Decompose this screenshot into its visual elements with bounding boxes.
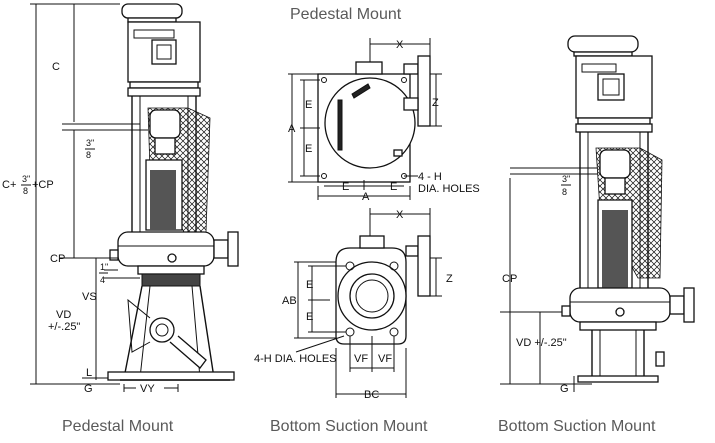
label-g: G [84,383,93,395]
left-dimension-lines [30,3,179,392]
label-holes-2: DIA. HOLES [418,183,480,195]
label-e-h1: E [342,181,349,193]
label-ab: AB [282,295,297,307]
label-right-cp: CP [502,273,517,285]
bottom-plan-view [335,235,431,345]
label-vf-1: VF [354,353,368,365]
label-c-plus-cp-num: 3" [22,174,30,184]
right-dimension-lines [500,167,598,392]
left-pump-elevation [107,3,239,381]
label-vd: VD [56,309,71,321]
label-holes-bottom: 4-H DIA. HOLES [254,353,337,365]
label-z-bottom: Z [446,273,453,285]
label-a-bottom: A [362,191,370,203]
label-vy: VY [140,383,155,395]
top-plan-dimensions [288,38,442,200]
label-right-num: 3" [562,174,570,184]
label-3-8-den: 8 [86,150,91,160]
right-pump-elevation [561,35,695,383]
label-vf-2: VF [378,353,392,365]
right-labels: 3" 8 CP VD +/-.25" G [502,174,571,395]
label-l: L [86,367,92,379]
label-x-top: X [396,39,404,51]
bottom-plan-dimensions [294,208,442,398]
label-e-v1: E [305,99,312,111]
label-right-g: G [560,383,569,395]
top-plan-view [317,55,431,183]
left-labels: C C+ 3" 8 +CP 3" 8 CP 1" 4 VS VD +/-.25"… [2,61,155,395]
label-quarter-num: 1" [100,262,108,272]
label-x-bottom: X [396,209,404,221]
caption-middle: Bottom Suction Mount [270,418,428,435]
label-c-plus-cp-b: +CP [32,179,54,191]
label-e-b2: E [306,311,313,323]
label-holes-1: 4 - H [418,171,442,183]
caption-top: Pedestal Mount [290,6,402,23]
label-3-8-num: 3" [86,138,94,148]
label-e-h2: E [390,181,397,193]
label-e-b1: E [306,279,313,291]
label-c-plus-cp-den: 8 [23,186,28,196]
label-vd-tol: +/-.25" [48,321,80,333]
caption-right: Bottom Suction Mount [498,418,656,435]
label-a-side: A [288,123,296,135]
label-z-top: Z [432,97,439,109]
caption-left: Pedestal Mount [62,418,174,435]
label-bc: BC [364,389,379,401]
label-e-v2: E [305,143,312,155]
label-c-plus-cp-a: C+ [2,179,16,191]
label-right-den: 8 [562,187,567,197]
label-vs: VS [82,291,97,303]
label-c: C [52,61,60,73]
bottom-middle-labels: X Z AB E E 4-H DIA. HOLES VF VF BC [254,209,453,401]
label-right-vd: VD +/-.25" [516,337,567,349]
label-quarter-den: 4 [100,275,105,285]
label-cp: CP [50,253,65,265]
top-middle-labels: X Z A E E E E A 4 - H DIA. HOLES [288,39,480,203]
